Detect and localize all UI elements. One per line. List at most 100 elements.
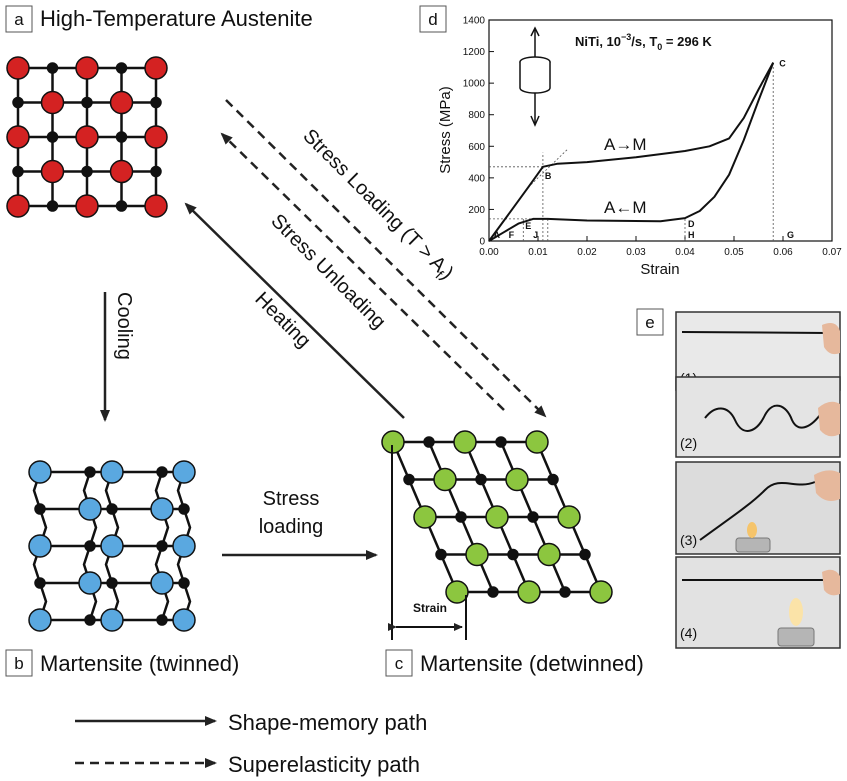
annotation-a-to-m: A→M bbox=[604, 135, 647, 154]
hand-1 bbox=[822, 323, 840, 355]
twinned-atom bbox=[78, 497, 102, 521]
lighter-4 bbox=[777, 627, 815, 647]
legend-dashed-label: Superelasticity path bbox=[228, 752, 420, 777]
x-tick-label: 0.05 bbox=[724, 247, 744, 258]
twinned-atom bbox=[28, 608, 52, 632]
lattice-node bbox=[106, 503, 118, 515]
austenite-atom bbox=[75, 194, 99, 218]
detwinned-atom bbox=[413, 505, 437, 529]
austenite-atom bbox=[75, 125, 99, 149]
lattice-node bbox=[84, 540, 96, 552]
lattice-node bbox=[150, 165, 162, 178]
legend-solid-label: Shape-memory path bbox=[228, 710, 427, 735]
y-tick-label: 800 bbox=[468, 110, 485, 121]
guide-line bbox=[527, 149, 568, 188]
chart-ylabel: Stress (MPa) bbox=[437, 86, 454, 174]
lattice-node bbox=[475, 473, 487, 486]
lattice-node bbox=[106, 577, 118, 589]
panel-c-letter: c bbox=[395, 654, 404, 673]
y-tick-label: 600 bbox=[468, 142, 485, 153]
photo-2: (2) bbox=[675, 376, 841, 458]
detwinned-atom bbox=[589, 580, 613, 604]
chart-title: NiTi, 10−3/s, T0 = 296 K bbox=[575, 32, 712, 52]
lattice-node bbox=[455, 511, 467, 523]
austenite-atom bbox=[109, 159, 134, 184]
wire-photo-sequence: (1) (2) (3) (4) bbox=[675, 311, 841, 649]
austenite-atom bbox=[75, 56, 99, 80]
chart-plot-frame bbox=[488, 19, 833, 242]
detwinned-atom bbox=[537, 542, 561, 567]
panel-c-label: c Martensite (detwinned) bbox=[385, 649, 644, 677]
austenite-atom bbox=[144, 125, 168, 149]
point-label-C: C bbox=[779, 59, 786, 69]
lattice-node bbox=[156, 540, 168, 552]
stress-unloading-arrow bbox=[220, 132, 505, 411]
twinned-atom bbox=[78, 571, 102, 595]
lattice-node bbox=[46, 200, 59, 212]
austenite-atom bbox=[144, 194, 168, 218]
lattice-node bbox=[156, 466, 168, 478]
lattice-node bbox=[547, 473, 559, 486]
austenite-atom bbox=[144, 56, 168, 80]
point-label-F: F bbox=[509, 230, 515, 240]
y-tick-label: 1000 bbox=[463, 79, 486, 90]
series-unloading bbox=[488, 62, 775, 242]
panel-b-letter: b bbox=[14, 654, 23, 673]
photo-2-label: (2) bbox=[680, 435, 697, 451]
x-tick-label: 0.00 bbox=[479, 247, 499, 258]
austenite-atom bbox=[109, 90, 134, 115]
twinned-atom bbox=[28, 534, 52, 558]
series-loading bbox=[488, 62, 775, 242]
lattice-node bbox=[178, 577, 190, 589]
panel-a-label: a High-Temperature Austenite bbox=[5, 5, 313, 33]
lattice-node bbox=[150, 96, 162, 109]
flame-3 bbox=[747, 522, 757, 538]
y-tick-label: 400 bbox=[468, 173, 485, 184]
lattice-node bbox=[34, 577, 46, 589]
lattice-node bbox=[507, 548, 519, 561]
detwinned-atom bbox=[505, 467, 529, 492]
stress-loading-superelastic-arrow bbox=[225, 99, 547, 418]
hand-3 bbox=[814, 470, 840, 501]
chart-series bbox=[488, 62, 775, 242]
panel-b-title: Martensite (twinned) bbox=[40, 651, 239, 676]
twinned-atom bbox=[150, 497, 174, 521]
photo-3-label: (3) bbox=[680, 532, 697, 548]
twinned-atom bbox=[100, 534, 124, 558]
lattice-node bbox=[81, 165, 93, 178]
lattice-node bbox=[559, 586, 571, 598]
lattice-node bbox=[527, 511, 539, 523]
lattice-node bbox=[403, 473, 415, 486]
y-tick-label: 200 bbox=[468, 205, 485, 216]
panel-e-label: e bbox=[636, 308, 664, 336]
detwinned-atom bbox=[525, 430, 549, 454]
y-tick-label: 1400 bbox=[463, 16, 486, 27]
legend: Shape-memory path Superelasticity path bbox=[75, 710, 427, 777]
austenite-atom bbox=[40, 159, 65, 184]
lattice-node bbox=[84, 614, 96, 626]
lattice-node bbox=[178, 503, 190, 515]
photo-3: (3) bbox=[675, 461, 841, 555]
lattice-node bbox=[46, 131, 59, 143]
strain-label: Strain bbox=[413, 601, 447, 615]
point-label-D: D bbox=[688, 219, 695, 229]
austenite-atom bbox=[6, 125, 30, 149]
hand-4 bbox=[822, 569, 840, 596]
point-label-E: E bbox=[525, 221, 531, 231]
heating-arrow bbox=[184, 202, 405, 419]
point-label-J: J bbox=[533, 230, 538, 240]
lattice-node bbox=[115, 131, 128, 143]
lattice-node bbox=[12, 96, 24, 109]
lattice-node bbox=[423, 436, 435, 448]
twinned-martensite-lattice bbox=[28, 460, 196, 632]
twinned-atom bbox=[150, 571, 174, 595]
specimen-tension-icon bbox=[519, 26, 551, 127]
panel-d-letter: d bbox=[428, 10, 437, 29]
detwinned-atom bbox=[453, 430, 477, 454]
annotation-a-from-m: A←M bbox=[604, 198, 647, 217]
twinned-atom bbox=[172, 608, 196, 632]
lattice-node bbox=[12, 165, 24, 178]
